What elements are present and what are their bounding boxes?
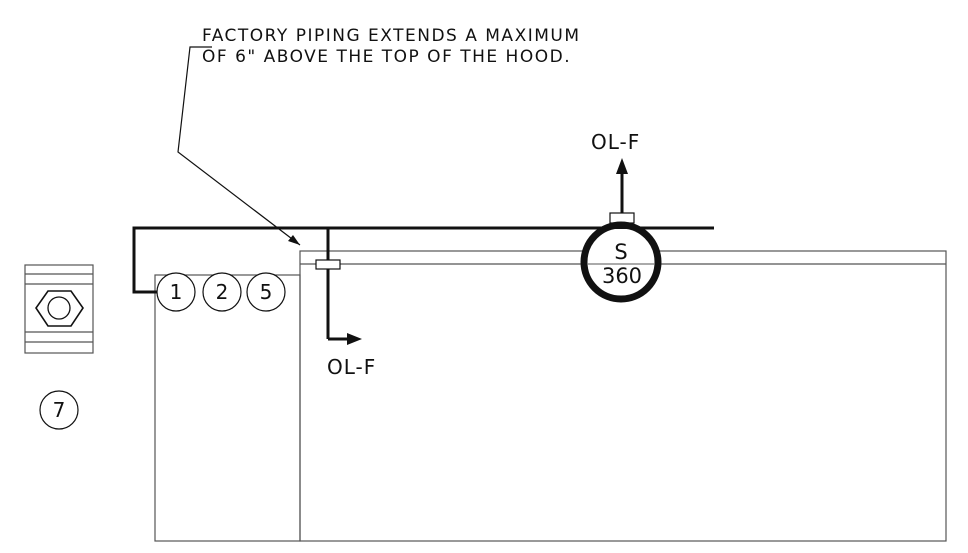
- pipe-fitting: [315, 259, 341, 270]
- note-line-1: FACTORY PIPING EXTENDS A MAXIMUM: [202, 26, 581, 46]
- pull-station: [24, 264, 94, 354]
- equipment-cabinet: [154, 274, 301, 542]
- callout-bubble-7: 7: [39, 390, 79, 430]
- note-leader-arrowhead: [288, 235, 300, 245]
- note-line-2: OF 6" ABOVE THE TOP OF THE HOOD.: [202, 47, 571, 67]
- callout-bubble-1: 1: [156, 272, 196, 312]
- callout-label-7: 7: [53, 398, 66, 422]
- piping-note: FACTORY PIPING EXTENDS A MAXIMUM OF 6" A…: [202, 26, 581, 67]
- callout-label-2: 2: [216, 280, 229, 304]
- callout-label-5: 5: [260, 280, 273, 304]
- drop-pipe-arrow: [347, 333, 362, 345]
- hex-nut-icon: [35, 290, 84, 327]
- sprinkler-circle: [580, 221, 662, 303]
- sprinkler-rating: 360: [602, 264, 642, 288]
- drop-outlet-tag: OL-F: [327, 355, 376, 379]
- top-outlet-tag: OL-F: [591, 130, 640, 154]
- callout-label-1: 1: [170, 280, 183, 304]
- top-outlet-arrow: [616, 158, 628, 174]
- nut-bore-icon: [47, 296, 71, 320]
- top-outlet-fitting: [609, 212, 635, 224]
- sprinkler-symbol: S: [614, 240, 627, 264]
- note-leader-line: [177, 46, 301, 246]
- main-pipe: [132, 226, 714, 294]
- callout-bubble-2: 2: [202, 272, 242, 312]
- callout-bubble-5: 5: [246, 272, 286, 312]
